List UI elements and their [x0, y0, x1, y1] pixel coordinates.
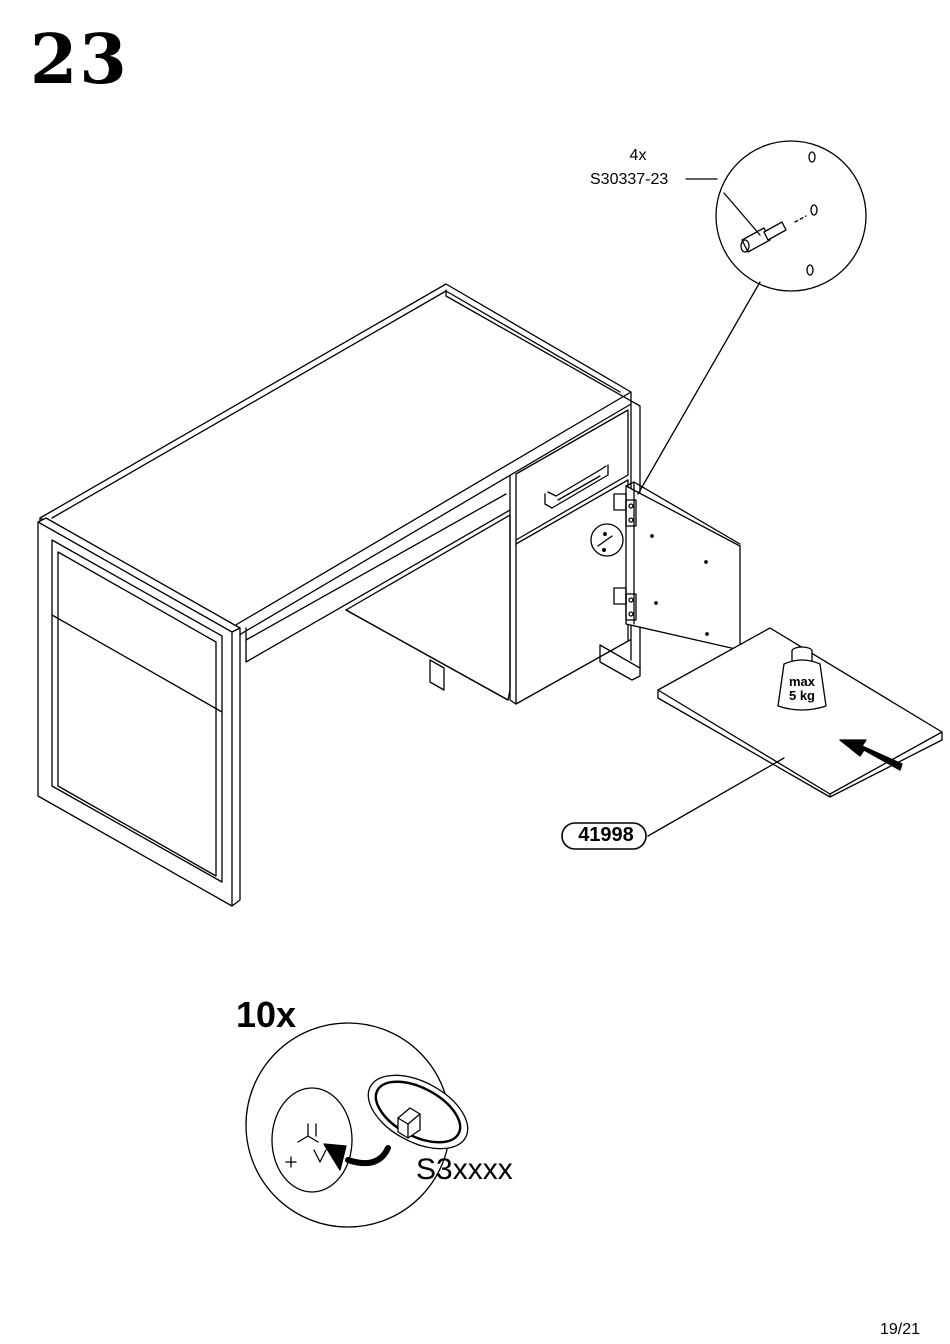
bottom-quantity: 10x: [236, 994, 296, 1036]
top-quantity: 4x: [618, 147, 658, 165]
page-number: 19/21: [880, 1321, 920, 1339]
shelf-pin-zoom: [638, 141, 866, 494]
bottom-part-code: S3xxxx: [416, 1153, 513, 1187]
top-part-code: S30337-23: [590, 171, 668, 189]
weight-limit-label: max 5 kg: [780, 675, 824, 703]
pin-hole-detail: [591, 524, 623, 556]
weight-limit-line1: max: [780, 675, 824, 689]
shelf-part-number: 41998: [566, 824, 646, 847]
weight-limit-line2: 5 kg: [780, 689, 824, 703]
open-door: [626, 482, 740, 650]
cam-lock-detail: [246, 1023, 480, 1227]
